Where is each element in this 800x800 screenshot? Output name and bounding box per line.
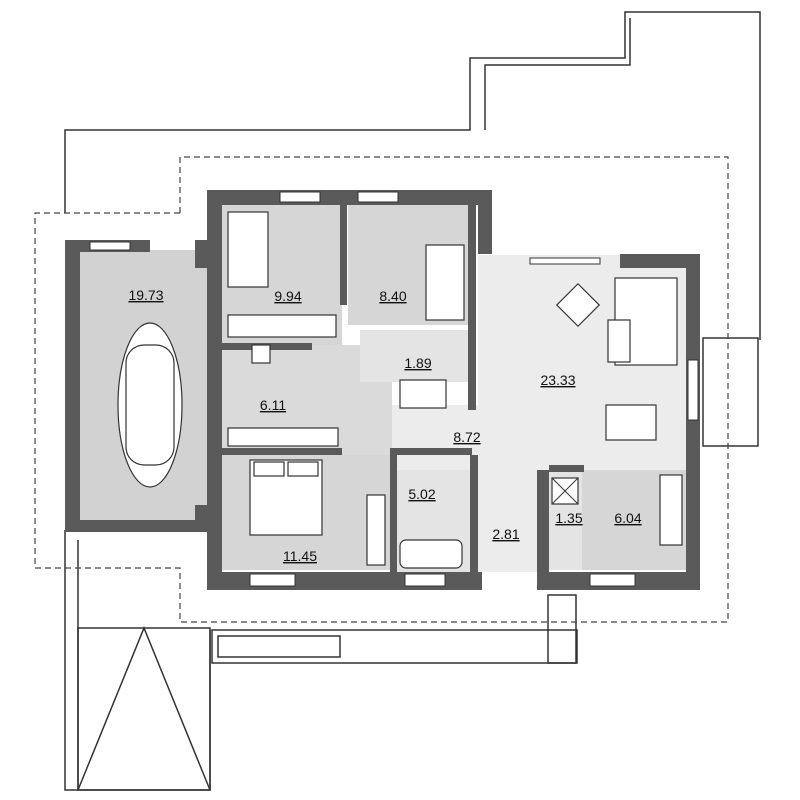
area-label-bedroom-1: 9.94	[274, 288, 301, 304]
area-label-garage: 19.73	[128, 287, 163, 303]
windows	[89, 191, 699, 587]
area-label-hall: 6.11	[260, 397, 286, 413]
area-label-bathroom: 5.02	[408, 486, 435, 502]
area-label-bedroom-2: 8.40	[379, 288, 406, 304]
area-label-kitchen: 6.04	[614, 510, 641, 526]
terrace-outline	[64, 11, 761, 340]
balcony	[702, 337, 759, 447]
planter	[211, 629, 578, 664]
area-label-entrance: 2.81	[492, 526, 519, 542]
area-label-master-bedroom: 11.45	[283, 548, 317, 564]
roof-outline	[34, 156, 729, 623]
area-label-living-dining: 23.33	[540, 372, 575, 388]
driveway-outline	[64, 530, 211, 791]
area-label-corridor: 8.72	[453, 429, 480, 445]
area-label-utility: 1.35	[555, 510, 582, 526]
room-entrance	[478, 470, 538, 572]
room-wc	[360, 330, 470, 382]
area-label-wc: 1.89	[404, 355, 431, 371]
furniture	[117, 211, 683, 569]
